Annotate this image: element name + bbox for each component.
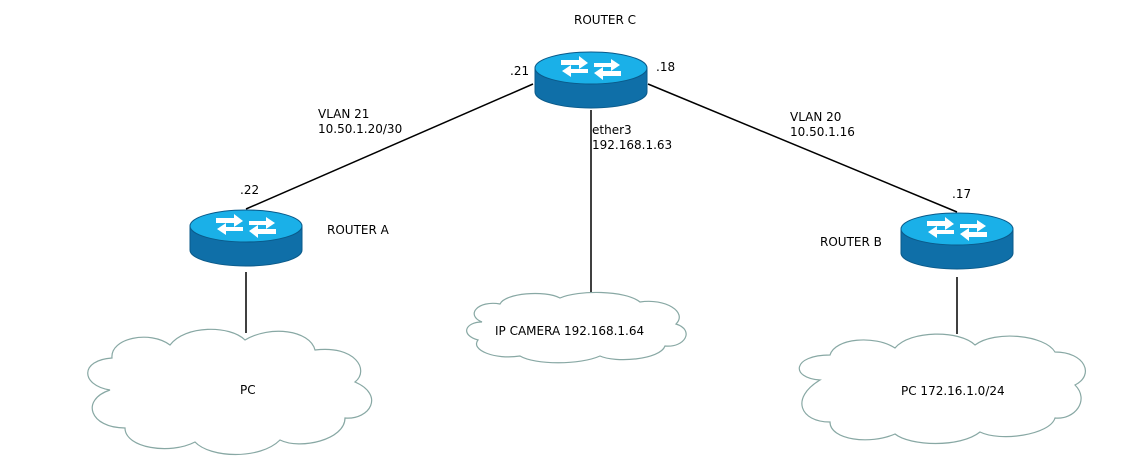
vlan20-label: VLAN 20 [790, 110, 841, 124]
cloud-pc-b-label: PC 172.16.1.0/24 [901, 384, 1005, 398]
vlan21-label: VLAN 21 [318, 107, 369, 121]
link-router-c-router-a [245, 83, 534, 210]
cloud-pc-a-label: PC [240, 383, 256, 397]
router-c-port-right: .18 [656, 60, 675, 74]
cloud-camera [466, 291, 687, 364]
router-c-port-down: ether3 [592, 123, 632, 137]
cloud-icon [87, 328, 373, 455]
cloud-icon [466, 291, 687, 364]
cloud-camera-label: IP CAMERA 192.168.1.64 [495, 324, 644, 338]
router-b-label: ROUTER B [820, 235, 882, 249]
vlan20-subnet: 10.50.1.16 [790, 125, 855, 139]
router-icon[interactable] [534, 51, 648, 109]
router-b-port: .17 [952, 187, 971, 201]
links [245, 83, 958, 334]
router-c-label: ROUTER C [574, 13, 636, 27]
router-a-port: .22 [240, 183, 259, 197]
cloud-pc-a [87, 328, 373, 455]
router-a-label: ROUTER A [327, 223, 390, 237]
cloud-icon [798, 333, 1086, 445]
router-c-port-left: .21 [510, 64, 529, 78]
cloud-pc-b [798, 333, 1086, 445]
router-c-port-down-ip: 192.168.1.63 [592, 138, 672, 152]
router-icon[interactable] [189, 209, 303, 267]
link-router-c-router-b [647, 83, 958, 213]
router-icon[interactable] [900, 212, 1014, 270]
vlan21-subnet: 10.50.1.20/30 [318, 122, 402, 136]
